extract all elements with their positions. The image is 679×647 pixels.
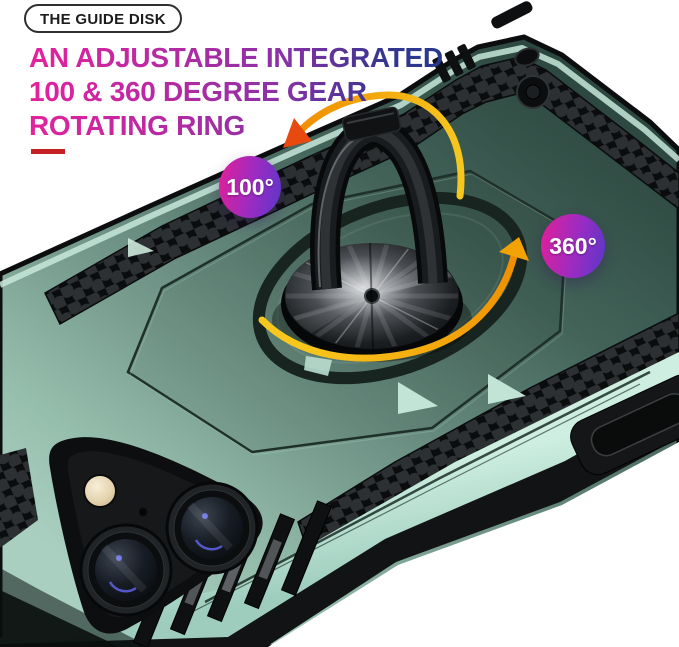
heading-line-3: ROTATING RING bbox=[29, 110, 245, 141]
ring-hinge bbox=[341, 106, 402, 142]
corner-screw-center bbox=[525, 84, 541, 100]
corner-screw-small bbox=[514, 47, 540, 67]
rotation-angle-badge-360: 360° bbox=[541, 214, 605, 278]
disk-center-cap bbox=[364, 288, 380, 304]
camera-lens-upper bbox=[165, 481, 259, 575]
side-band-line bbox=[204, 370, 651, 604]
corner-shadow-dark bbox=[0, 590, 120, 647]
camera-module bbox=[49, 437, 263, 634]
rotation-arrow-100-icon bbox=[283, 91, 465, 200]
center-panel-ridge bbox=[129, 173, 569, 456]
ring-holder bbox=[272, 106, 472, 362]
disk-seam bbox=[369, 242, 374, 350]
heading-line-1: AN ADJUSTABLE INTEGRATED bbox=[29, 42, 443, 73]
camera-lens-lower bbox=[79, 523, 173, 617]
angle-100-label: 100° bbox=[226, 173, 274, 200]
case-bumper bbox=[0, 397, 679, 647]
mint-tab bbox=[304, 356, 332, 376]
heading-underline bbox=[31, 149, 65, 154]
mint-wedge bbox=[488, 374, 526, 404]
corner-button-housing bbox=[570, 374, 679, 476]
mint-wedge bbox=[398, 382, 438, 414]
honeycomb-patch-left bbox=[0, 448, 38, 548]
kickstand-ring bbox=[310, 106, 448, 291]
microphone-hole bbox=[139, 508, 147, 516]
flash-light bbox=[83, 474, 117, 508]
rotation-angle-badge-100: 100° bbox=[219, 156, 281, 218]
rotation-arrow-360-icon bbox=[258, 237, 529, 362]
guide-disk-badge: THE GUIDE DISK bbox=[24, 4, 182, 33]
angle-360-label: 360° bbox=[549, 232, 597, 259]
heading-line-2: 100 & 360 DEGREE GEAR bbox=[29, 76, 367, 107]
mint-wedge bbox=[128, 238, 154, 257]
side-buttons bbox=[432, 1, 533, 83]
product-heading: AN ADJUSTABLE INTEGRATED 100 & 360 DEGRE… bbox=[29, 41, 459, 143]
background-cutout bbox=[268, 442, 679, 647]
